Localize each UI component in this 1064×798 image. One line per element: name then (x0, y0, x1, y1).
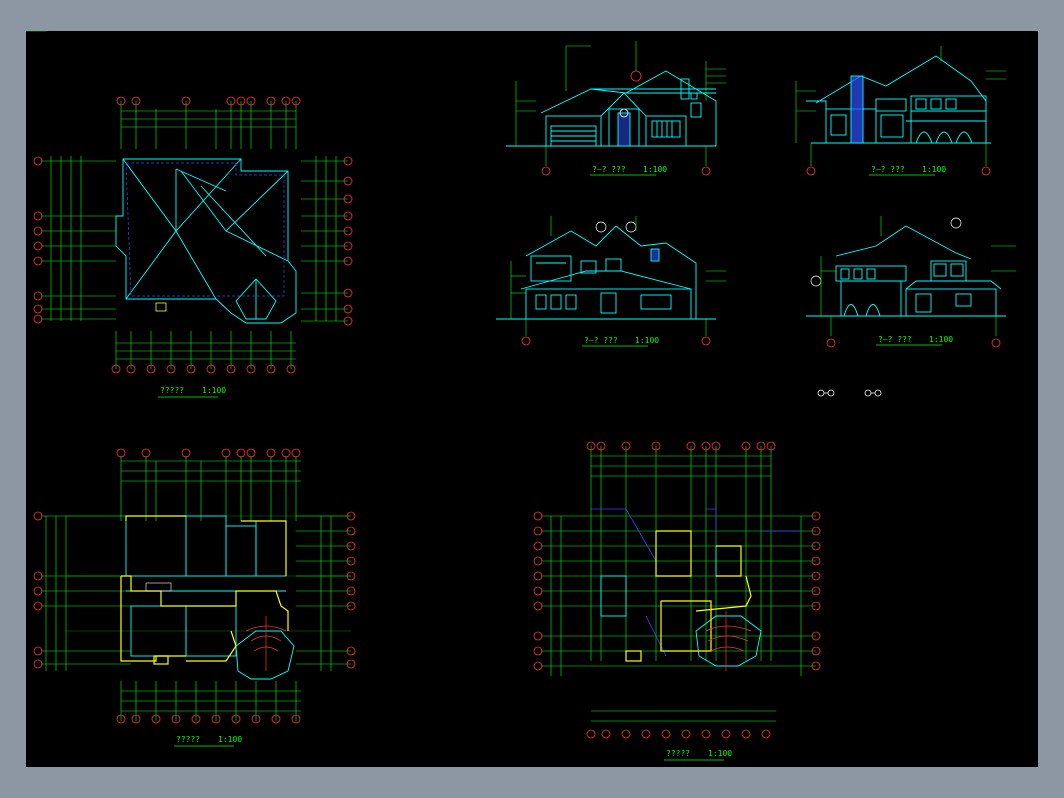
svg-text:?????: ????? (666, 749, 690, 758)
svg-text:1:100: 1:100 (922, 165, 946, 174)
svg-text:1:100: 1:100 (635, 336, 659, 345)
elevation-a-caption: ?—? ??? 1:100 (590, 165, 667, 176)
first-floor-caption: ????? 1:100 (174, 735, 242, 747)
roof-plan-drawing: ????? 1:100 (33, 96, 353, 398)
axis-bubble-icon (33, 448, 356, 724)
svg-text:?—? ???: ?—? ??? (584, 336, 618, 345)
svg-text:?—? ???: ?—? ??? (592, 165, 626, 174)
svg-text:?—? ???: ?—? ??? (871, 165, 905, 174)
svg-text:?????: ????? (160, 386, 184, 395)
elevation-d-drawing: ?—? ??? 1:100 (806, 216, 1016, 348)
section-marker-icon (817, 389, 882, 397)
first-floor-plan-drawing: ????? 1:100 (33, 448, 356, 747)
svg-text:?—? ???: ?—? ??? (878, 335, 912, 344)
roof-plan-caption: ????? 1:100 (158, 386, 226, 398)
second-floor-caption: ????? 1:100 (664, 749, 732, 761)
elevation-a-drawing: ?—? ??? 1:100 (506, 41, 726, 176)
second-floor-plan-drawing: ????? 1:100 (26, 31, 821, 761)
elevation-b-caption: ?—? ??? 1:100 (869, 165, 946, 176)
elevation-d-caption: ?—? ??? 1:100 (876, 335, 953, 346)
axis-bubble-icon (33, 96, 353, 374)
elevation-c-caption: ?—? ??? 1:100 (582, 336, 659, 347)
elevation-c-drawing: ?—? ??? 1:100 (496, 216, 726, 347)
svg-text:1:100: 1:100 (202, 386, 226, 395)
cad-canvas: ????? 1:100 (26, 31, 1016, 761)
axis-bubble-icon (533, 441, 821, 739)
svg-text:1:100: 1:100 (929, 335, 953, 344)
svg-text:1:100: 1:100 (643, 165, 667, 174)
svg-text:1:100: 1:100 (218, 735, 242, 744)
elevation-b-drawing: ?—? ??? 1:100 (795, 46, 1006, 176)
svg-text:1:100: 1:100 (708, 749, 732, 758)
drawing-sheet[interactable]: ????? 1:100 (26, 31, 1038, 767)
svg-text:?????: ????? (176, 735, 200, 744)
